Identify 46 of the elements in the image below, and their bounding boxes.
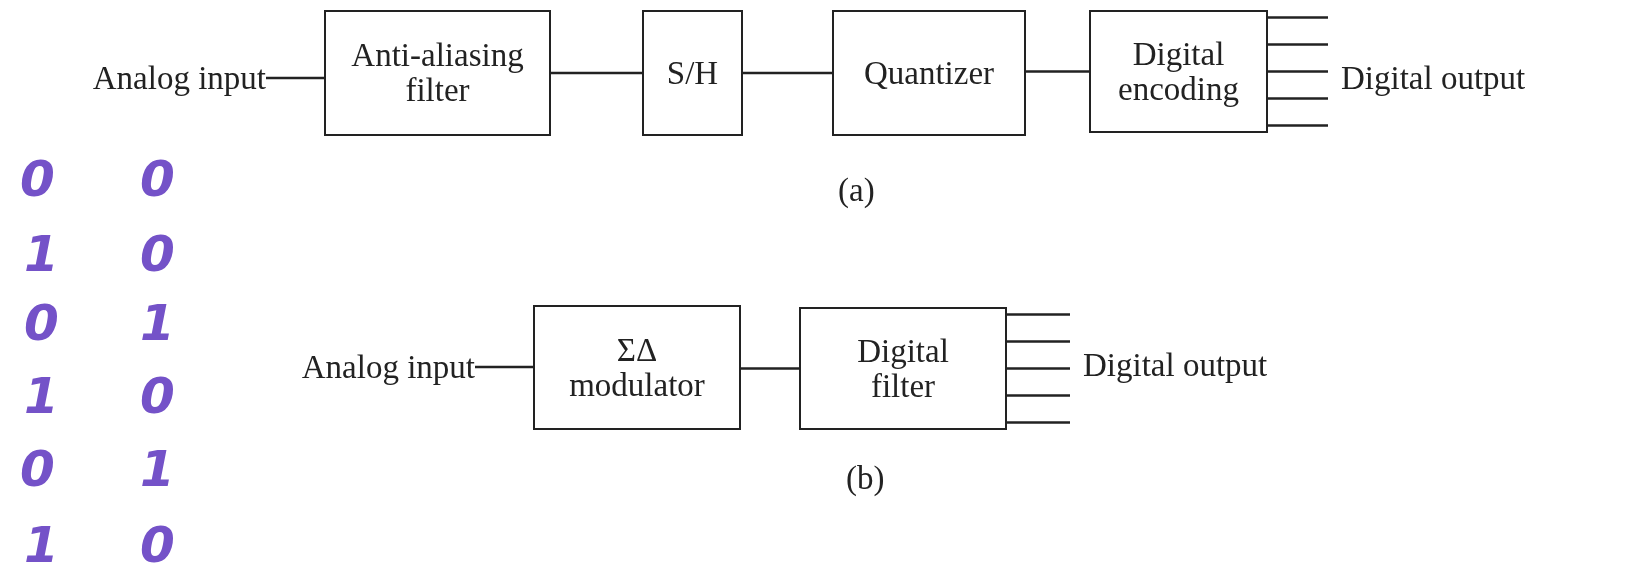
process-box	[533, 305, 741, 430]
handwritten-digit: 1	[140, 440, 175, 498]
bus-line	[1007, 313, 1070, 316]
bus-line	[1268, 16, 1328, 19]
process-box	[832, 10, 1026, 136]
handwritten-digit: 1	[24, 516, 59, 567]
handwritten-digit: 0	[20, 440, 55, 498]
block-label: ΣΔ modulator	[569, 332, 705, 403]
signal-line	[266, 76, 324, 80]
signal-label: Digital output	[1328, 58, 1628, 98]
bus-line	[1268, 43, 1328, 46]
process-box	[1089, 10, 1268, 133]
handwritten-digit: 0	[140, 225, 175, 283]
handwritten-digit: 0	[140, 516, 175, 567]
process-box	[324, 10, 551, 136]
handwritten-digit: 0	[140, 367, 175, 425]
signal-label: Analog input	[28, 58, 266, 98]
handwritten-digit: 1	[140, 294, 175, 352]
handwritten-digit: 1	[24, 225, 59, 283]
bus-line	[1007, 340, 1070, 343]
bus-line	[1007, 394, 1070, 397]
block-label: Anti-aliasing filter	[350, 38, 525, 108]
signal-label: Analog input	[238, 347, 475, 387]
signal-line	[1026, 70, 1089, 73]
handwritten-digit: 0	[140, 150, 175, 208]
process-box	[799, 307, 1007, 430]
signal-line	[475, 365, 533, 369]
handwritten-digit: 0	[24, 294, 59, 352]
handwritten-digit: 1	[24, 367, 59, 425]
figure-caption: (b)	[846, 460, 885, 497]
block-label: Quantizer	[863, 55, 995, 91]
bus-line	[1268, 70, 1328, 73]
figure-caption: (a)	[838, 172, 875, 209]
process-box	[642, 10, 743, 136]
block-label: Digital filter	[856, 333, 950, 404]
signal-line	[743, 71, 832, 75]
handwritten-digit: 0	[20, 150, 55, 208]
bus-line	[1007, 421, 1070, 424]
signal-line	[551, 71, 642, 75]
bus-line	[1268, 97, 1328, 100]
bus-line	[1268, 124, 1328, 127]
block-label: S/H	[666, 55, 719, 91]
signal-label: Digital output	[1070, 345, 1370, 385]
bus-line	[1007, 367, 1070, 370]
signal-line	[741, 367, 799, 370]
block-label: Digital encoding	[1117, 36, 1240, 107]
